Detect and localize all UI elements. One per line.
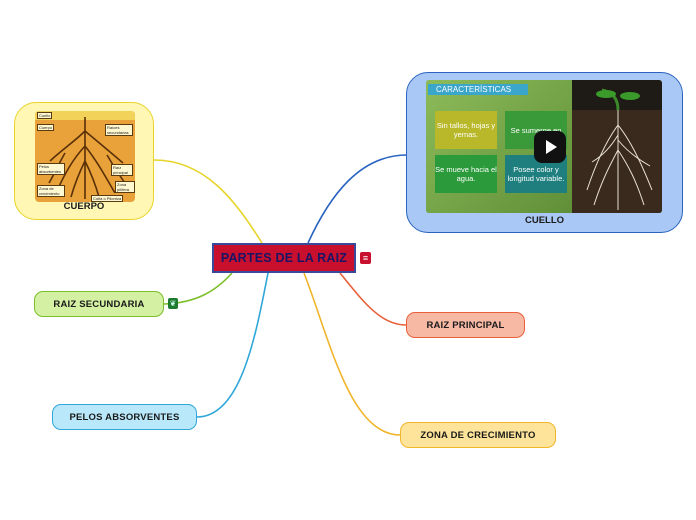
link-principal xyxy=(339,272,407,326)
link-zona xyxy=(303,272,401,436)
video-tile: Sin tallos, hojas y yemas. xyxy=(435,111,497,149)
root-diagram-image: Cuello Cuerpo Raíces secundarias Pelos a… xyxy=(35,111,135,202)
root-label: Cuello xyxy=(37,112,53,119)
link-cuello xyxy=(307,154,408,244)
video-embed[interactable]: CARACTERÍSTICAS Sin tallos, hojas y yema… xyxy=(426,80,662,213)
root-label: Zona de crecimiento xyxy=(37,185,65,197)
topic-cuello[interactable]: CARACTERÍSTICAS Sin tallos, hojas y yema… xyxy=(406,72,683,233)
root-label: Raíz principal xyxy=(111,164,133,176)
link-pelos xyxy=(196,272,269,418)
video-header: CARACTERÍSTICAS xyxy=(428,84,528,95)
note-icon[interactable]: ≡ xyxy=(360,252,371,264)
root-label: Zona pilífera xyxy=(115,181,135,193)
play-icon[interactable] xyxy=(534,131,566,163)
topic-cuerpo[interactable]: Cuello Cuerpo Raíces secundarias Pelos a… xyxy=(14,102,154,220)
cuello-label: CUELLO xyxy=(524,215,565,226)
topic-raiz-principal[interactable]: RAIZ PRINCIPAL xyxy=(406,312,525,338)
video-tile: Se mueve hacia el agua. xyxy=(435,155,497,193)
root-label: Cofia o Pilorriza xyxy=(91,195,124,202)
cuerpo-label: CUERPO xyxy=(63,201,105,212)
topic-pelos-absorventes[interactable]: PELOS ABSORVENTES xyxy=(52,404,197,430)
root-label: Pelos absorbentes xyxy=(37,163,65,175)
topic-zona-de-crecimiento[interactable]: ZONA DE CRECIMIENTO xyxy=(400,422,556,448)
topic-raiz-secundaria[interactable]: RAIZ SECUNDARIA xyxy=(34,291,164,317)
central-topic[interactable]: PARTES DE LA RAIZ xyxy=(212,243,356,273)
root-label: Raíces secundarias xyxy=(105,124,133,136)
link-cuerpo xyxy=(153,159,263,244)
root-label: Cuerpo xyxy=(37,124,55,131)
leaf-icon[interactable]: ❦ xyxy=(168,298,178,309)
